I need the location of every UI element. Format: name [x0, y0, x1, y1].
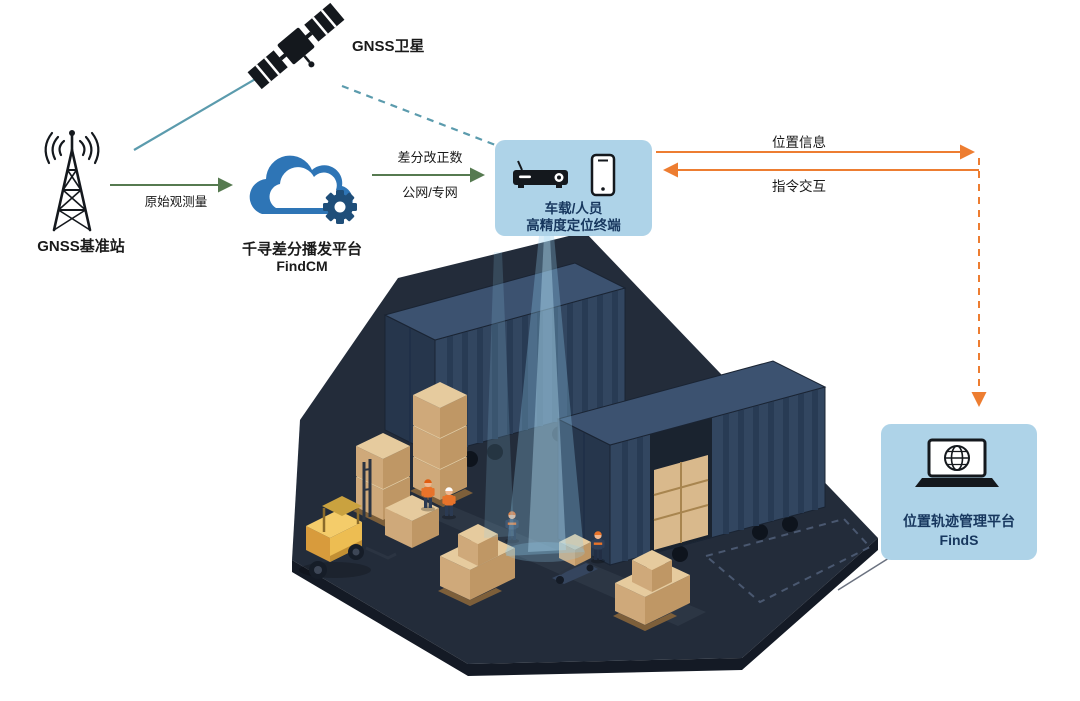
worker-3: [505, 511, 519, 544]
management-platform-node: [881, 424, 1037, 560]
globe-icon: [944, 445, 970, 471]
link-position-info: [656, 144, 987, 407]
container-door-opening: [650, 417, 712, 554]
smartphone-icon: [590, 153, 616, 197]
radio-tower-icon: [44, 130, 100, 232]
forklift: [299, 459, 397, 579]
vehicle-terminal-icon: [513, 160, 568, 188]
link-satellite-to-base: [133, 73, 265, 151]
worker-2: [442, 487, 456, 520]
pallet-right: [613, 550, 690, 631]
platform-callout-line: [837, 557, 890, 591]
floor-dashed-zone: [703, 517, 872, 604]
laptop-globe-icon: [915, 438, 999, 487]
pallet-jack: [552, 534, 598, 584]
shipping-container-front: [556, 360, 827, 570]
worker-1: [421, 479, 435, 512]
link-satellite-to-terminal: [341, 84, 499, 148]
positioning-beam: [484, 236, 585, 562]
satellite-icon: [247, 2, 345, 90]
cloud-gear-icon: [249, 155, 357, 224]
warehouse-scene: [292, 232, 878, 676]
pallet-center: [438, 524, 515, 606]
gear-icon: [323, 190, 357, 224]
worker-4: [591, 531, 605, 564]
